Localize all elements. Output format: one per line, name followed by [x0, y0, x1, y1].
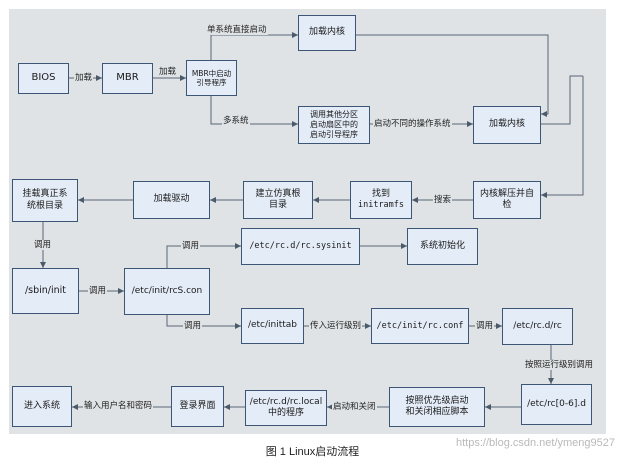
- rc-06-d-box: /etc/rc[0-6].d: [521, 384, 592, 425]
- sbin-init-label: /sbin/init: [24, 285, 67, 297]
- build-root-box: 建立仿真根目录: [243, 181, 313, 219]
- edge-label-call-4: 调用: [183, 321, 203, 331]
- rcs-conf-box: /etc/init/rcS.con: [124, 268, 210, 315]
- other-partition-line-2: 启动扇区中的: [310, 120, 358, 129]
- edge-label-call-5: 调用: [475, 321, 495, 331]
- edge-label-start-stop: 启动和关闭: [332, 402, 377, 412]
- edge-label-call-2: 调用: [88, 286, 108, 296]
- mount-root-box: 挂载真正系统根目录: [12, 179, 78, 222]
- kernel-decompress-line-1: 内核解压并自: [479, 188, 534, 199]
- edge-label-call-by-runlevel: 按照运行级别调用: [524, 360, 595, 370]
- rc-sysinit-box: /etc/rc.d/rc.sysinit: [241, 228, 360, 265]
- priority-scripts-line-2: 和关闭相应脚本: [405, 407, 469, 417]
- inittab-box: /etc/inittab: [241, 308, 304, 344]
- login-label: 登录界面: [179, 400, 216, 411]
- rcs-conf-label: /etc/init/rcS.con: [131, 285, 203, 296]
- mount-root-line-2: 统根目录: [26, 200, 63, 211]
- other-partition-box: 调用其他分区启动扇区中的启动引导程序: [298, 106, 370, 144]
- build-root-line-1: 建立仿真根: [255, 188, 301, 199]
- load-kernel-1-label: 加载内核: [308, 27, 345, 38]
- other-partition-line-1: 调用其他分区: [310, 110, 358, 119]
- mbr-box: MBR: [102, 63, 153, 94]
- sbin-init-box: /sbin/init: [12, 268, 79, 314]
- edge-to-decompress: [541, 76, 584, 198]
- edge-rcs-inittab: [166, 315, 241, 329]
- load-kernel-1-box: 加载内核: [298, 15, 356, 51]
- rc-d-rc-label: /etc/rc.d/rc: [513, 320, 562, 331]
- enter-system-box: 进入系统: [12, 386, 72, 427]
- sys-init-label: 系统初始化: [419, 240, 465, 251]
- rc-conf-label: /etc/init/rc.conf: [376, 320, 464, 331]
- kernel-decompress-box: 内核解压并自检: [473, 181, 541, 219]
- mount-root-line-1: 挂载真正系: [22, 189, 68, 200]
- priority-scripts-line-1: 按照优先级启动: [405, 395, 469, 406]
- rc-local-line-1: /etc/rc.d/rc.local: [249, 396, 323, 407]
- find-initramfs-line-1: 找到: [371, 189, 390, 200]
- enter-system-label: 进入系统: [23, 400, 60, 411]
- watermark-text: https://blog.csdn.net/ymeng9527: [456, 437, 615, 449]
- edge-label-multi-system: 多系统: [222, 116, 250, 126]
- edge-rcs-sysinit: [166, 243, 241, 268]
- rc-local-line-2: 中的程序: [267, 408, 304, 418]
- mbr-boot-box: MBR中启动引导程序: [186, 60, 237, 96]
- rc-conf-box: /etc/init/rc.conf: [371, 308, 469, 344]
- rc-06-d-label: /etc/rc[0-6].d: [527, 398, 586, 409]
- edge-label-pass-runlevel: 传入运行级别: [309, 321, 363, 331]
- find-initramfs-line-2: initramfs: [357, 200, 405, 211]
- rc-d-rc-box: /etc/rc.d/rc: [502, 308, 573, 345]
- edge-label-single-system: 单系统直接启动: [206, 25, 268, 35]
- figure-caption: 图 1 Linux启动流程: [265, 446, 360, 458]
- login-box: 登录界面: [171, 386, 224, 427]
- edge-label-call-3: 调用: [181, 241, 201, 251]
- priority-scripts-box: 按照优先级启动和关闭相应脚本: [389, 387, 485, 427]
- kernel-decompress-line-2: 检: [502, 200, 512, 210]
- rc-sysinit-label: /etc/rc.d/rc.sysinit: [249, 241, 352, 252]
- bios-box: BIOS: [18, 63, 69, 94]
- load-driver-label: 加载驱动: [153, 194, 190, 205]
- bios-label: BIOS: [31, 72, 56, 84]
- mbr-boot-line-2: 引导程序: [196, 78, 227, 87]
- edge-label-call-1: 调用: [33, 240, 53, 250]
- load-kernel-2-label: 加载内核: [488, 119, 525, 130]
- mbr-label: MBR: [116, 72, 139, 84]
- mbr-boot-line-1: MBR中启动: [191, 68, 232, 78]
- inittab-label: /etc/inittab: [247, 320, 298, 331]
- build-root-line-2: 目录: [268, 200, 287, 210]
- edge-label-search: 搜索: [433, 195, 453, 205]
- edge-label-mbr-boot: 加载: [158, 67, 178, 77]
- edge-kernel1-down: [356, 34, 549, 117]
- edge-label-bios-mbr: 加载: [74, 73, 94, 83]
- load-kernel-2-box: 加载内核: [473, 106, 541, 144]
- edge-multi-system: [210, 96, 298, 127]
- edge-single-system: [210, 32, 298, 60]
- edge-kernel2-right: [541, 75, 583, 125]
- other-partition-line-3: 启动引导程序: [310, 130, 358, 139]
- edge-label-boot-other-os: 启动不同的操作系统: [373, 119, 452, 129]
- load-driver-box: 加载驱动: [133, 181, 210, 219]
- sys-init-box: 系统初始化: [407, 228, 478, 265]
- edge-label-enter-credentials: 输入用户名和密码: [83, 401, 154, 411]
